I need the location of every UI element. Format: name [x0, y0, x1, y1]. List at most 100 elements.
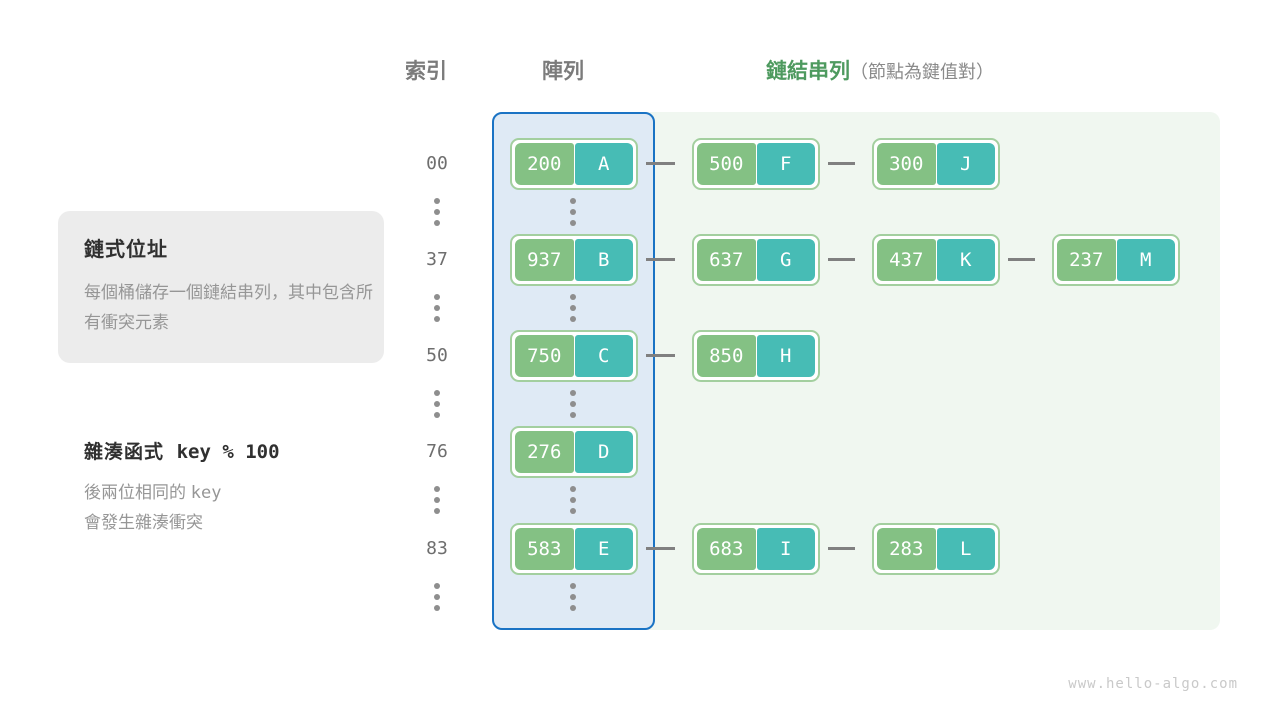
arrow-shaft — [646, 258, 675, 261]
node-key: 850 — [697, 335, 756, 377]
node-value: G — [756, 239, 815, 281]
arrow-shaft — [828, 258, 855, 261]
arrow-shaft — [828, 547, 855, 550]
ellipsis-dot — [434, 486, 440, 492]
node-value: M — [1116, 239, 1175, 281]
node-key: 683 — [697, 528, 756, 570]
node-key: 300 — [877, 143, 936, 185]
chain-arrow-icon — [646, 351, 684, 361]
chain-arrow-icon — [1008, 255, 1044, 265]
node-value: F — [756, 143, 815, 185]
arrow-shaft — [646, 354, 675, 357]
ellipsis-dot — [434, 412, 440, 418]
array-ellipsis — [570, 486, 577, 514]
chain-arrow-icon — [828, 544, 864, 554]
ellipsis-dot — [434, 316, 440, 322]
hash-desc-line2: 會發生雜湊衝突 — [84, 513, 203, 532]
ellipsis-dot — [570, 508, 576, 514]
bucket-index-label: 00 — [426, 153, 448, 174]
ellipsis-dot — [434, 390, 440, 396]
ellipsis-dot — [434, 401, 440, 407]
header-linked-list-main: 鏈結串列 — [766, 60, 850, 83]
array-ellipsis — [570, 294, 577, 322]
info-card — [58, 211, 384, 363]
index-ellipsis — [434, 390, 441, 418]
header-index: 索引 — [405, 60, 447, 83]
ellipsis-dot — [570, 605, 576, 611]
info-card-title: 鏈式位址 — [84, 239, 168, 261]
node-key: 283 — [877, 528, 936, 570]
chain-arrow-icon — [828, 255, 864, 265]
bucket-index-label: 50 — [426, 345, 448, 366]
index-ellipsis — [434, 198, 441, 226]
ellipsis-dot — [570, 486, 576, 492]
arrow-shaft — [1008, 258, 1035, 261]
ellipsis-dot — [434, 594, 440, 600]
hash-function-label: 雜湊函式 — [84, 442, 165, 463]
ellipsis-dot — [434, 220, 440, 226]
node-value: I — [756, 528, 815, 570]
header-linked-list-note: （節點為鍵值對） — [850, 62, 994, 82]
hash-function-description: 後兩位相同的 key 會發生雜湊衝突 — [84, 478, 384, 538]
node-value: J — [936, 143, 995, 185]
bucket-index-label: 83 — [426, 538, 448, 559]
ellipsis-dot — [434, 305, 440, 311]
node-key: 500 — [697, 143, 756, 185]
ellipsis-dot — [570, 497, 576, 503]
chain-arrow-icon — [646, 544, 684, 554]
array-ellipsis — [570, 390, 577, 418]
ellipsis-dot — [434, 294, 440, 300]
arrow-shaft — [646, 547, 675, 550]
node-key: 750 — [515, 335, 574, 377]
node-value: L — [936, 528, 995, 570]
node-key: 437 — [877, 239, 936, 281]
ellipsis-dot — [434, 198, 440, 204]
ellipsis-dot — [434, 497, 440, 503]
node-key: 937 — [515, 239, 574, 281]
ellipsis-dot — [570, 594, 576, 600]
node-value: B — [574, 239, 633, 281]
ellipsis-dot — [570, 390, 576, 396]
ellipsis-dot — [570, 316, 576, 322]
index-ellipsis — [434, 486, 441, 514]
index-ellipsis — [434, 583, 441, 611]
ellipsis-dot — [434, 209, 440, 215]
ellipsis-dot — [434, 605, 440, 611]
ellipsis-dot — [570, 294, 576, 300]
hash-desc-line1-prefix: 後兩位相同的 — [84, 483, 186, 502]
info-card-body: 每個桶儲存一個鏈結串列，其中包含所有衝突元素 — [84, 283, 373, 332]
node-key: 276 — [515, 431, 574, 473]
chain-arrow-icon — [828, 159, 864, 169]
ellipsis-dot — [434, 583, 440, 589]
array-ellipsis — [570, 198, 577, 226]
node-value: C — [574, 335, 633, 377]
header-array: 陣列 — [542, 60, 584, 83]
watermark: www.hello-algo.com — [1068, 676, 1238, 692]
bucket-index-label: 37 — [426, 249, 448, 270]
node-value: H — [756, 335, 815, 377]
arrow-shaft — [646, 162, 675, 165]
node-key: 237 — [1057, 239, 1116, 281]
ellipsis-dot — [570, 412, 576, 418]
ellipsis-dot — [570, 401, 576, 407]
ellipsis-dot — [434, 508, 440, 514]
node-value: D — [574, 431, 633, 473]
node-value: E — [574, 528, 633, 570]
node-key: 637 — [697, 239, 756, 281]
arrow-shaft — [828, 162, 855, 165]
node-value: K — [936, 239, 995, 281]
node-key: 583 — [515, 528, 574, 570]
ellipsis-dot — [570, 583, 576, 589]
ellipsis-dot — [570, 220, 576, 226]
chain-arrow-icon — [646, 159, 684, 169]
ellipsis-dot — [570, 305, 576, 311]
